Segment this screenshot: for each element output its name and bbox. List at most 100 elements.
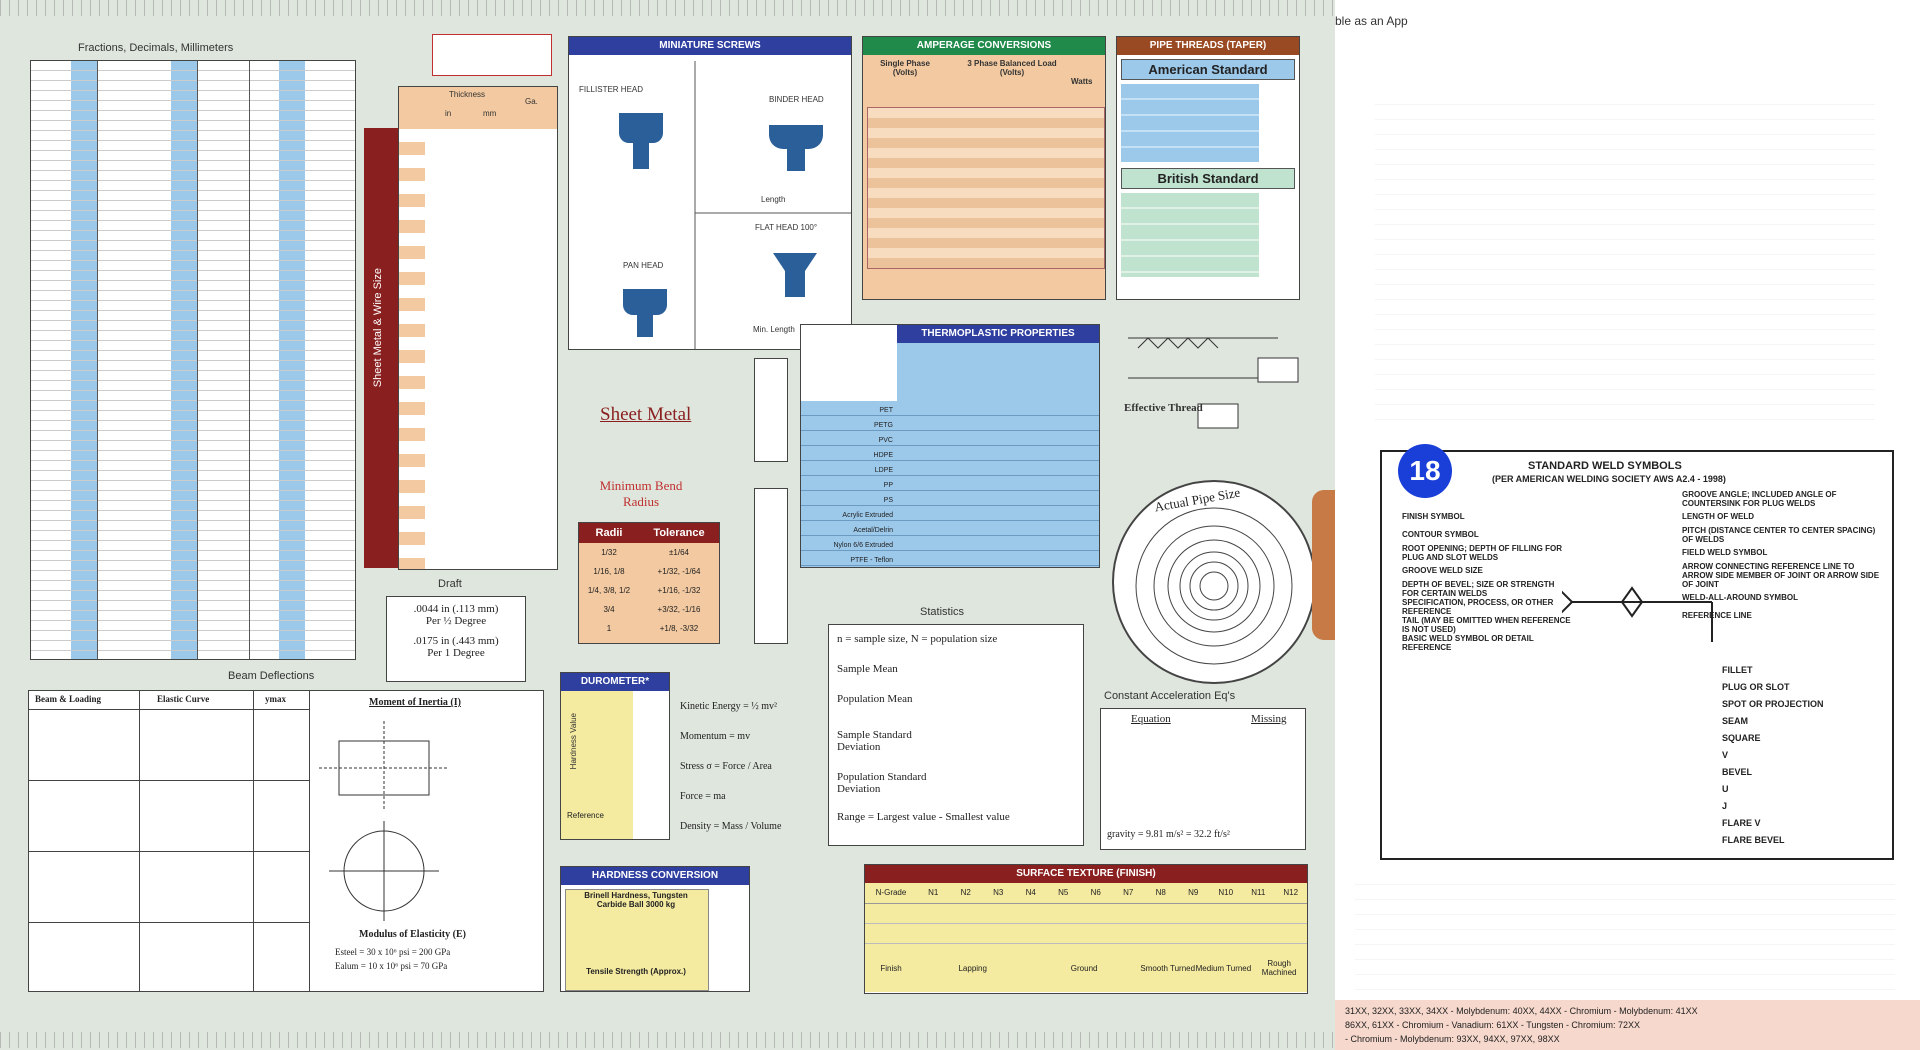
weld-labels-right: GROOVE ANGLE; INCLUDED ANGLE OF COUNTERS…	[1682, 490, 1882, 625]
weld-label: PITCH (DISTANCE CENTER TO CENTER SPACING…	[1682, 526, 1876, 544]
weld-label: BASIC WELD SYMBOL OR DETAIL REFERENCE	[1402, 634, 1534, 652]
beam-loading-header: Beam & Loading	[35, 694, 102, 704]
weld-label: FINISH SYMBOL	[1402, 512, 1465, 521]
plastic-row: Acetal/Delrin	[853, 527, 893, 534]
weld-type: PLUG OR SLOT	[1722, 682, 1790, 692]
tensile-label: Tensile Strength (Approx.)	[586, 967, 686, 976]
thickness-label: Thickness	[449, 90, 486, 99]
brinell-label: Brinell Hardness, Tungsten Carbide Ball …	[584, 891, 688, 909]
weld-label: ROOT OPENING; DEPTH OF FILLING FOR PLUG …	[1402, 544, 1562, 562]
flat-head-label: FLAT HEAD 100°	[755, 223, 818, 232]
ngrade-cell: N5	[1058, 888, 1069, 897]
weld-type: BEVEL	[1722, 767, 1753, 777]
actual-pipe-size-chart: Actual Pipe Size	[1112, 480, 1316, 684]
finish-cell: Ground	[1070, 963, 1098, 973]
weld-label: ARROW CONNECTING REFERENCE LINE TO ARROW…	[1682, 562, 1880, 589]
plastic-row: PS	[883, 497, 893, 504]
sheet-metal-title: Sheet Metal	[600, 404, 692, 425]
plastic-row: Acrylic Extruded	[842, 512, 893, 519]
weld-label: REFERENCE LINE	[1682, 611, 1752, 620]
weld-type: U	[1722, 784, 1729, 794]
alloy-footer: 31XX, 32XX, 33XX, 34XX - Molybdenum: 40X…	[1335, 1000, 1920, 1050]
bend-row-tolerance: +1/8, -3/32	[659, 624, 699, 633]
hardness-conversion-panel: HARDNESS CONVERSION Brinell Hardness, Tu…	[560, 866, 750, 992]
in-label: in	[445, 109, 452, 118]
bend-tolerance-table: Radii Tolerance 1/32±1/64 1/16, 1/8+1/32…	[578, 522, 720, 644]
weld-label: LENGTH OF WELD	[1682, 512, 1754, 521]
weld-type: V	[1722, 750, 1729, 760]
radii-header: Radii	[595, 527, 623, 539]
bend-row-radii: 1/16, 1/8	[593, 567, 625, 576]
weld-title: STANDARD WELD SYMBOLS	[1528, 460, 1682, 472]
finish-cell: Lapping	[958, 963, 987, 973]
gauge-table: Thickness in mm Ga.	[398, 86, 558, 570]
miniature-screws-panel: MINIATURE SCREWS FILLISTER HEAD BINDER H…	[568, 36, 852, 350]
weld-subtitle: (PER AMERICAN WELDING SOCIETY AWS A2.4 -…	[1492, 474, 1726, 484]
british-standard-label: British Standard	[1121, 168, 1295, 189]
weld-label: FIELD WELD SYMBOL	[1682, 548, 1768, 557]
bend-row-tolerance: +1/16, -1/32	[657, 586, 701, 595]
thermoplastic-title: THERMOPLASTIC PROPERTIES	[897, 325, 1099, 343]
plastic-row: PTFE - Teflon	[850, 557, 893, 564]
constant-accel-panel: Equation Missing gravity = 9.81 m/s² = 3…	[1100, 708, 1306, 850]
weld-symbols-panel: 18 STANDARD WELD SYMBOLS (PER AMERICAN W…	[1380, 444, 1894, 860]
density: Density = Mass / Volume	[680, 821, 782, 832]
range-formula: Range = Largest value - Smallest value	[837, 811, 1010, 823]
ngrade-cell: N4	[1025, 888, 1036, 897]
momentum: Momentum = mv	[680, 731, 751, 742]
top-ruler	[0, 0, 1335, 16]
draft-per2: Per 1 Degree	[427, 647, 485, 659]
population-mean: Population Mean	[837, 693, 913, 705]
amperage-grid	[867, 107, 1105, 269]
three-phase-label: 3 Phase Balanced Load (Volts)	[967, 59, 1057, 77]
bend-row-radii: 1	[606, 624, 612, 633]
ngrade-cell: N2	[960, 888, 971, 897]
gravity-value: gravity = 9.81 m/s² = 32.2 ft/s²	[1107, 829, 1230, 840]
faint-number-table-2	[1355, 870, 1895, 1000]
force: Force = ma	[680, 791, 726, 802]
ngrade-label: N-Grade	[875, 888, 907, 897]
weld-type: J	[1722, 801, 1728, 811]
plastic-row: HDPE	[873, 452, 893, 459]
population-std-dev: Population Standard Deviation	[837, 771, 927, 795]
beam-deflections-title: Beam Deflections	[228, 670, 315, 682]
weld-badge: 18	[1398, 444, 1452, 498]
fractions-title: Fractions, Decimals, Millimeters	[78, 42, 234, 54]
surface-texture-panel: SURFACE TEXTURE (FINISH) N-Grade N1 N2 N…	[864, 864, 1308, 994]
weld-label: GROOVE ANGLE; INCLUDED ANGLE OF COUNTERS…	[1682, 490, 1837, 508]
ngrade-cell: N10	[1218, 888, 1234, 897]
statistics-title: Statistics	[920, 606, 965, 618]
blank-box	[432, 34, 552, 76]
thermoplastic-panel: THERMOPLASTIC PROPERTIES PET PETG PVC HD…	[800, 324, 1100, 568]
sheet-metal-wire-label: Sheet Metal & Wire Size	[372, 268, 384, 388]
footer-line: 31XX, 32XX, 33XX, 34XX - Molybdenum: 40X…	[1345, 1006, 1698, 1016]
ngrade-cell: N7	[1123, 888, 1134, 897]
durometer-title: DUROMETER*	[561, 673, 669, 691]
bend-row-radii: 1/4, 3/8, 1/2	[587, 586, 631, 595]
bend-row-tolerance: +3/32, -1/16	[657, 605, 701, 614]
bend-row-radii: 3/4	[603, 605, 615, 614]
draft-line2: .0175 in (.443 mm)	[413, 635, 499, 647]
surface-texture-title: SURFACE TEXTURE (FINISH)	[865, 865, 1307, 883]
weld-type: FLARE BEVEL	[1722, 835, 1785, 845]
ngrade-cell: N12	[1283, 888, 1299, 897]
weld-type: FILLET	[1722, 665, 1753, 675]
equation-header: Equation	[1131, 713, 1171, 725]
draft-box: .0044 in (.113 mm) Per ½ Degree .0175 in…	[386, 596, 526, 682]
physics-formulas: Kinetic Energy = ½ mv² Momentum = mv Str…	[680, 692, 781, 842]
amperage-title: AMPERAGE CONVERSIONS	[863, 37, 1105, 55]
single-phase-label: Single Phase (Volts)	[880, 59, 930, 77]
draft-title: Draft	[438, 578, 462, 590]
aluminum-modulus: Ealum = 10 x 10⁶ psi = 70 GPa	[335, 961, 448, 971]
kinetic-energy: Kinetic Energy = ½ mv²	[680, 701, 778, 712]
background-document: ble as an App 18 STANDARD WELD SYMBOLS (…	[1335, 0, 1920, 1050]
plastic-row: PET	[879, 407, 893, 414]
american-standard-label: American Standard	[1121, 59, 1295, 80]
reference-card: Fractions, Decimals, Millimeters Thickne…	[0, 0, 1335, 1050]
plastic-row: Nylon 6/6 Extruded	[833, 542, 893, 549]
ngrade-cell: N1	[928, 888, 939, 897]
weld-type: SQUARE	[1722, 733, 1761, 743]
length-label: Length	[761, 195, 786, 204]
plastic-row: PP	[883, 482, 893, 489]
ngrade-cell: N9	[1188, 888, 1199, 897]
